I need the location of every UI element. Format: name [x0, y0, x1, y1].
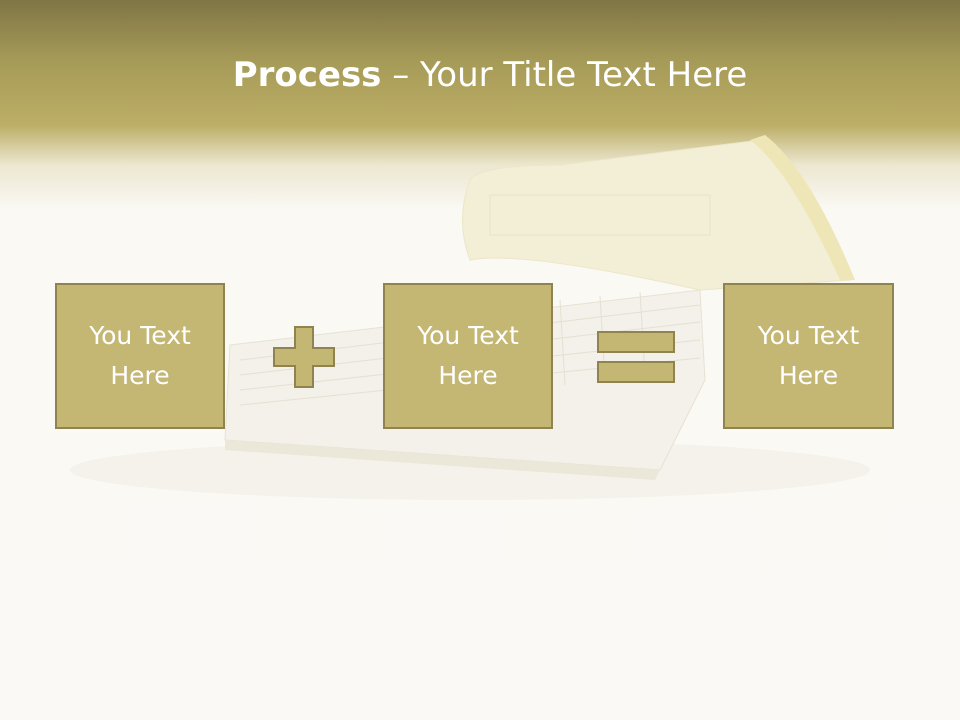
process-box-2: You Text Here: [383, 283, 553, 429]
box-1-line-2: Here: [110, 361, 170, 390]
equals-icon: [597, 331, 675, 383]
plus-icon: [273, 326, 335, 388]
title-rest: – Your Title Text Here: [381, 55, 748, 95]
box-1-line-1: You Text: [89, 321, 191, 350]
box-3-line-1: You Text: [757, 321, 860, 350]
box-3-line-2: Here: [778, 361, 839, 390]
box-2-line-2: Here: [438, 361, 498, 390]
box-2-line-1: You Text: [417, 321, 519, 350]
slide-title: Process – Your Title Text Here: [0, 52, 960, 98]
title-bold: Process: [232, 55, 382, 95]
process-box-3: You Text Here: [723, 283, 894, 429]
process-box-1: You Text Here: [55, 283, 225, 429]
